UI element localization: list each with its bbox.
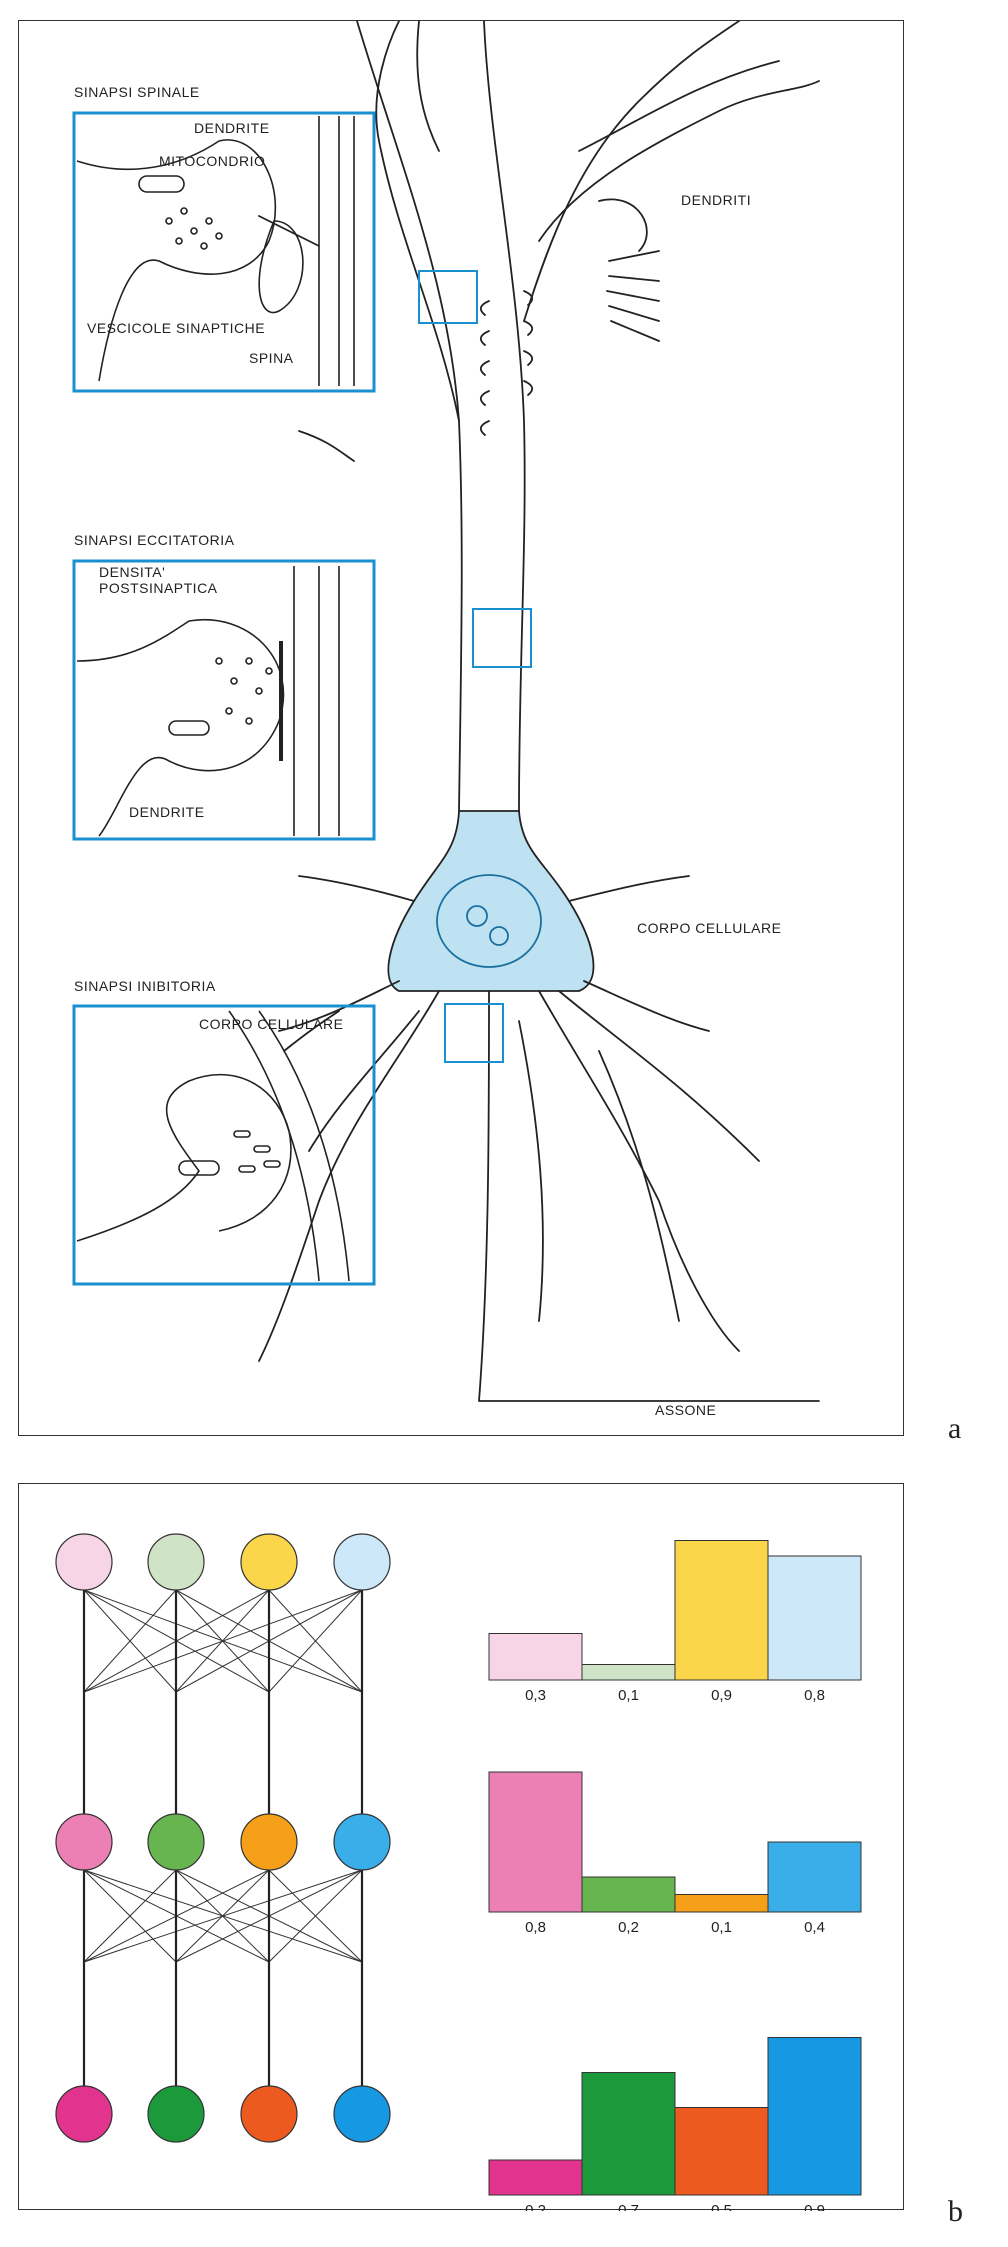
bar	[581, 1876, 676, 1913]
spinal-synapse-inset	[72, 111, 376, 393]
network-node	[55, 1813, 113, 1871]
bar-value-label: 0,9	[804, 2202, 825, 2211]
network-node	[240, 1813, 298, 1871]
inhibitory-synapse-marker	[444, 1003, 504, 1063]
network-connection	[83, 1589, 177, 1693]
mitochondrion-label: MITOCONDRIO	[159, 153, 265, 169]
bar-value-label: 0,1	[711, 1919, 732, 1936]
network-connection	[83, 1869, 363, 1963]
network-node	[240, 2085, 298, 2143]
apical-dendrite-edge	[483, 21, 526, 812]
bar	[674, 2107, 769, 2196]
bar	[674, 1540, 769, 1681]
neuron-illustration: SINAPSI SPINALE DENDRITE MITOCONDRIO VES…	[72, 21, 820, 1418]
cell-body	[387, 810, 595, 992]
bar	[767, 1555, 862, 1681]
network-node	[333, 2085, 391, 2143]
bar-value-label: 0,3	[525, 1687, 546, 1704]
bar	[767, 1841, 862, 1913]
axon-label: ASSONE	[655, 1402, 716, 1418]
bar-value-label: 0,5	[711, 2202, 732, 2211]
network-connection	[83, 1589, 363, 1693]
inhibitory-synapse-title: SINAPSI INIBITORIA	[74, 978, 216, 994]
excitatory-synapse-marker	[472, 608, 532, 668]
excitatory-dendrite-label: DENDRITE	[129, 804, 205, 820]
network-node	[55, 2085, 113, 2143]
panel-a-letter: a	[948, 1412, 962, 1445]
network-node	[240, 1533, 298, 1591]
bar	[488, 1633, 583, 1681]
bar	[581, 2072, 676, 2196]
bar-value-label: 0,7	[618, 2202, 639, 2211]
inhibitory-synapse-inset	[72, 1004, 376, 1286]
postsynaptic-density-label-2: POSTSINAPTICA	[99, 580, 218, 596]
bar	[488, 1771, 583, 1913]
neuron-panel: SINAPSI SPINALE DENDRITE MITOCONDRIO VES…	[18, 20, 904, 1436]
inhibitory-cell-body-label: CORPO CELLULARE	[199, 1016, 343, 1032]
bar-value-label: 0,2	[618, 1919, 639, 1936]
network-node	[55, 1533, 113, 1591]
network-node	[333, 1813, 391, 1871]
network-node	[333, 1533, 391, 1591]
synaptic-vesicles-label: VESCICOLE SINAPTICHE	[87, 320, 265, 336]
dendrites-label: DENDRITI	[681, 192, 751, 208]
bar-value-label: 0,9	[711, 1687, 732, 1704]
postsynaptic-density-label-1: DENSITA'	[99, 564, 165, 580]
excitatory-synapse-title: SINAPSI ECCITATORIA	[74, 532, 235, 548]
dendrite-label: DENDRITE	[194, 120, 270, 136]
bar	[674, 1894, 769, 1913]
network-connection	[83, 1869, 177, 1963]
bar-value-label: 0,1	[618, 1687, 639, 1704]
bar	[488, 2159, 583, 2196]
excitatory-synapse-inset	[72, 559, 376, 841]
spinal-synapse-marker	[418, 270, 478, 324]
bar	[581, 1664, 676, 1681]
bar-value-label: 0,4	[804, 1919, 825, 1936]
bar-value-label: 0,2	[525, 2202, 546, 2211]
neural-network-diagram	[55, 1533, 391, 2143]
network-connection	[268, 1589, 363, 1693]
network-node	[147, 2085, 205, 2143]
network-node	[147, 1533, 205, 1591]
spinal-synapse-title: SINAPSI SPINALE	[74, 84, 200, 100]
bar	[767, 2037, 862, 2196]
cell-body-label: CORPO CELLULARE	[637, 920, 781, 936]
panel-b-letter: b	[948, 2195, 963, 2228]
activation-bar-charts: 0,3 0,1 0,9 0,8 0,8 0,2 0,1 0,4 0,2 0,7 0,5 0,9	[488, 1540, 862, 2211]
network-panel: 0,3 0,1 0,9 0,8 0,8 0,2 0,1 0,4 0,2 0,7 0,5 0,9	[18, 1483, 904, 2211]
network-connection	[268, 1869, 363, 1963]
bar-value-label: 0,8	[804, 1687, 825, 1704]
spine-label: SPINA	[249, 350, 294, 366]
bar-value-label: 0,8	[525, 1919, 546, 1936]
network-node	[147, 1813, 205, 1871]
